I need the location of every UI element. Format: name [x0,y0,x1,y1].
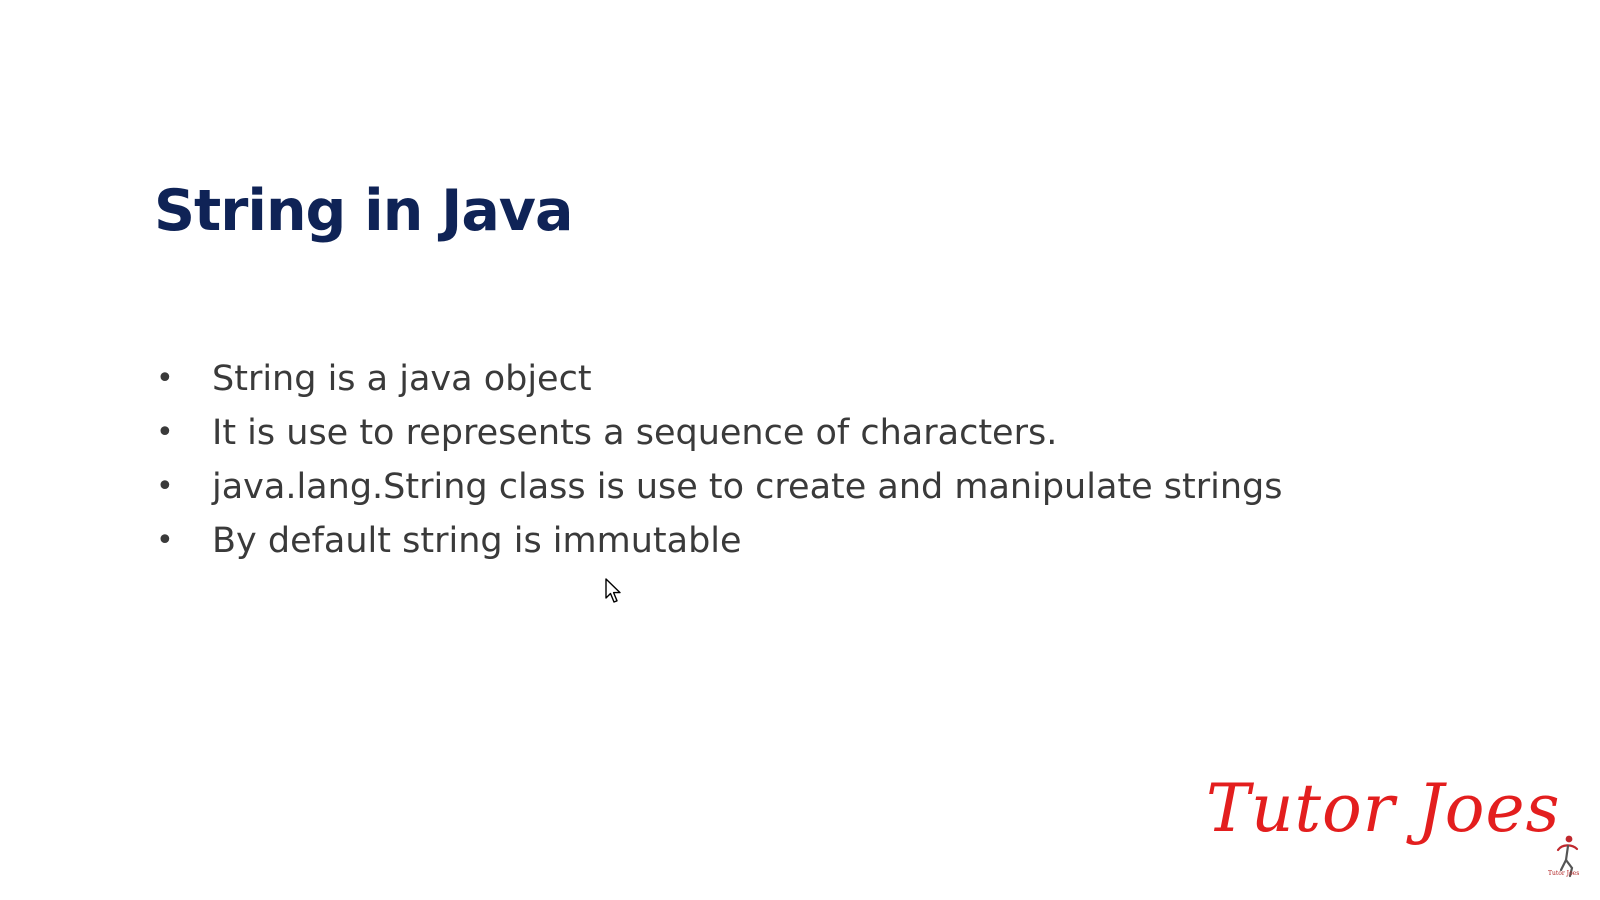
bullet-item: • By default string is immutable [154,514,1282,568]
bullet-text: By default string is immutable [212,521,742,561]
bullet-item: • java.lang.String class is use to creat… [154,460,1282,514]
bullet-item: • It is use to represents a sequence of … [154,406,1282,460]
bullet-item: • String is a java object [154,352,1282,406]
slide-title: String in Java [154,178,573,244]
bullet-icon: • [156,361,174,396]
bullet-icon: • [156,469,174,504]
bullet-text: String is a java object [212,359,592,399]
bullet-text: It is use to represents a sequence of ch… [212,413,1058,453]
bullet-text: java.lang.String class is use to create … [212,467,1283,507]
bullet-icon: • [156,415,174,450]
tutor-joes-figure-icon [1556,835,1579,878]
mini-logo-text: Tutor Joes [1548,870,1580,877]
tutor-joes-logo: Tutor Joes [1206,770,1561,847]
mouse-pointer-icon [605,578,621,603]
bullet-icon: • [156,523,174,558]
bullet-list: • String is a java object • It is use to… [154,352,1282,568]
